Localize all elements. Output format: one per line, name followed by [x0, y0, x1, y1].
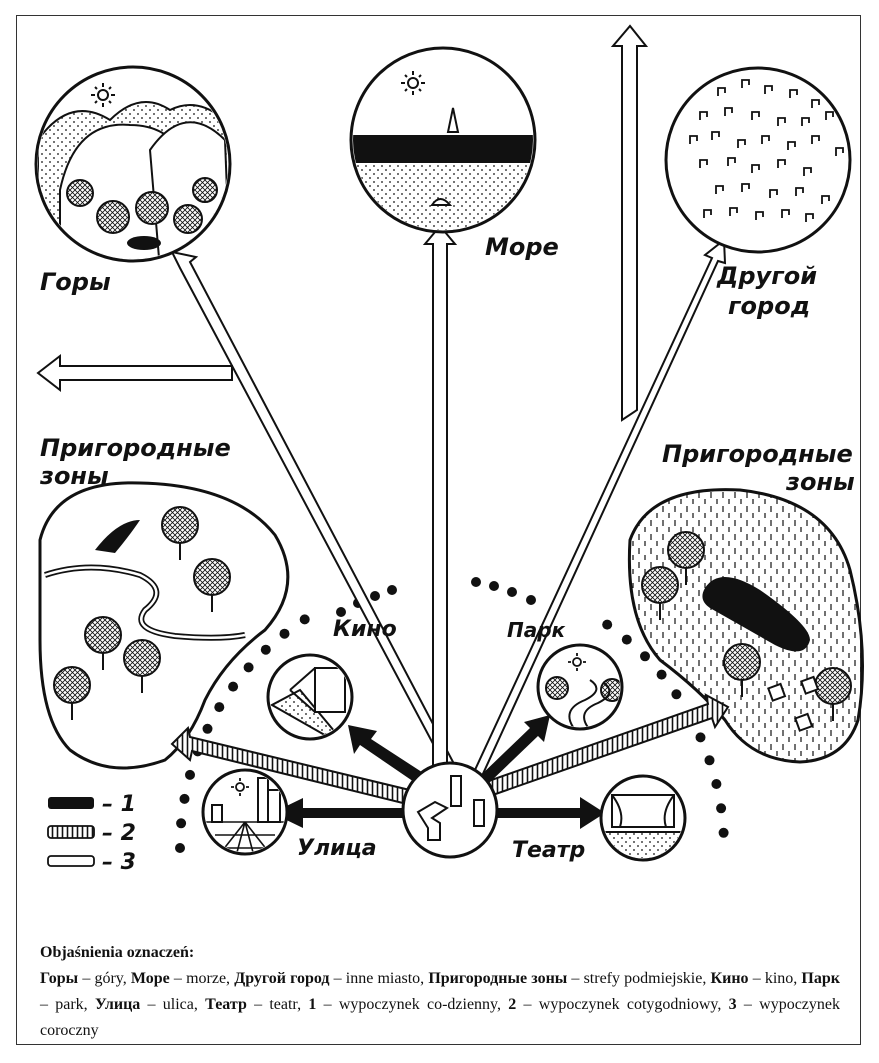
caption-body: Горы – góry, Море – morze, Другой город … [40, 966, 840, 1044]
caption-term: Улица [95, 996, 140, 1013]
boundary-dot [180, 794, 190, 804]
caption-term: Парк [801, 970, 840, 987]
caption-desc: – morze, [170, 970, 234, 987]
label-other-city-1: Другой [717, 262, 817, 290]
sea-circle [340, 48, 550, 243]
boundary-dot [280, 629, 290, 639]
caption-term: Море [131, 970, 170, 987]
boundary-dot [300, 614, 310, 624]
boundary-dot [471, 577, 481, 587]
cinema-circle [268, 655, 352, 739]
caption-desc: – ulica, [140, 996, 205, 1013]
boundary-dot [370, 591, 380, 601]
label-park: Парк [507, 618, 565, 642]
boundary-dot [526, 595, 536, 605]
boundary-dot [244, 662, 254, 672]
boundary-dot [622, 635, 632, 645]
boundary-dot [489, 581, 499, 591]
legend-symbol-annual [48, 856, 94, 866]
caption-term: Пригородные зоны [428, 970, 567, 987]
caption-desc: – inne miasto, [330, 970, 429, 987]
arrow-to-street [272, 798, 410, 828]
caption-title: Objaśnienia oznaczeń: [40, 940, 840, 966]
boundary-dot [671, 689, 681, 699]
park-circle [538, 645, 623, 730]
caption-desc: – park, [40, 996, 95, 1013]
label-theatre: Театр [512, 838, 585, 863]
boundary-dot [176, 818, 186, 828]
boundary-dot [175, 843, 185, 853]
label-street: Улица [297, 836, 377, 861]
boundary-dot [214, 702, 224, 712]
boundary-dot [705, 755, 715, 765]
caption: Objaśnienia oznaczeń: Горы – góry, Море … [40, 940, 840, 1044]
boundary-dot [657, 670, 667, 680]
legend-symbols [48, 797, 94, 866]
label-cinema: Кино [333, 617, 397, 642]
street-circle [203, 770, 290, 860]
theatre-circle [600, 776, 690, 862]
boundary-dot [203, 724, 213, 734]
city-center-circle [403, 763, 497, 857]
caption-term: 3 [729, 996, 737, 1013]
label-suburban-right-2: зоны [786, 468, 855, 496]
boundary-dot [696, 732, 706, 742]
label-other-city-2: город [728, 292, 810, 320]
legend-symbol-weekly [48, 826, 94, 838]
caption-desc: – wypoczynek co-dzienny, [316, 996, 508, 1013]
boundary-dot [716, 803, 726, 813]
caption-desc: – kino, [749, 970, 802, 987]
caption-term: Другой город [234, 970, 329, 987]
legend-symbol-daily [48, 797, 94, 809]
boundary-dot [711, 779, 721, 789]
legend-label-2: – 2 [102, 821, 136, 846]
legend-label-3: – 3 [102, 850, 136, 875]
boundary-dot [185, 770, 195, 780]
caption-term: Театр [205, 996, 247, 1013]
label-suburban-left-1: Пригородные [40, 434, 231, 462]
label-sea: Море [485, 233, 559, 261]
boundary-dot [336, 607, 346, 617]
other-city-circle [666, 68, 850, 252]
caption-desc: – wypoczynek cotygodniowy, [516, 996, 728, 1013]
legend-label-1: – 1 [102, 792, 136, 817]
label-suburban-left-2: зоны [40, 462, 109, 490]
label-mountains: Горы [40, 268, 111, 296]
label-suburban-right-1: Пригородные [662, 440, 853, 468]
caption-term: Кино [711, 970, 749, 987]
boundary-dot [719, 828, 729, 838]
caption-desc: – strefy podmiejskie, [567, 970, 710, 987]
boundary-dot [640, 651, 650, 661]
boundary-dot [602, 620, 612, 630]
arrow-to-sea [425, 226, 455, 785]
arrow-to-theatre [490, 797, 605, 829]
arrow-up-right [613, 26, 646, 420]
boundary-dot [507, 587, 517, 597]
arrow-left [38, 356, 232, 390]
caption-desc: – góry, [78, 970, 131, 987]
mountains-circle [36, 67, 230, 270]
boundary-dot [387, 585, 397, 595]
caption-term: Горы [40, 970, 78, 987]
suburban-zone-left [40, 483, 288, 768]
boundary-dot [228, 682, 238, 692]
boundary-dot [261, 645, 271, 655]
caption-desc: – teatr, [247, 996, 309, 1013]
